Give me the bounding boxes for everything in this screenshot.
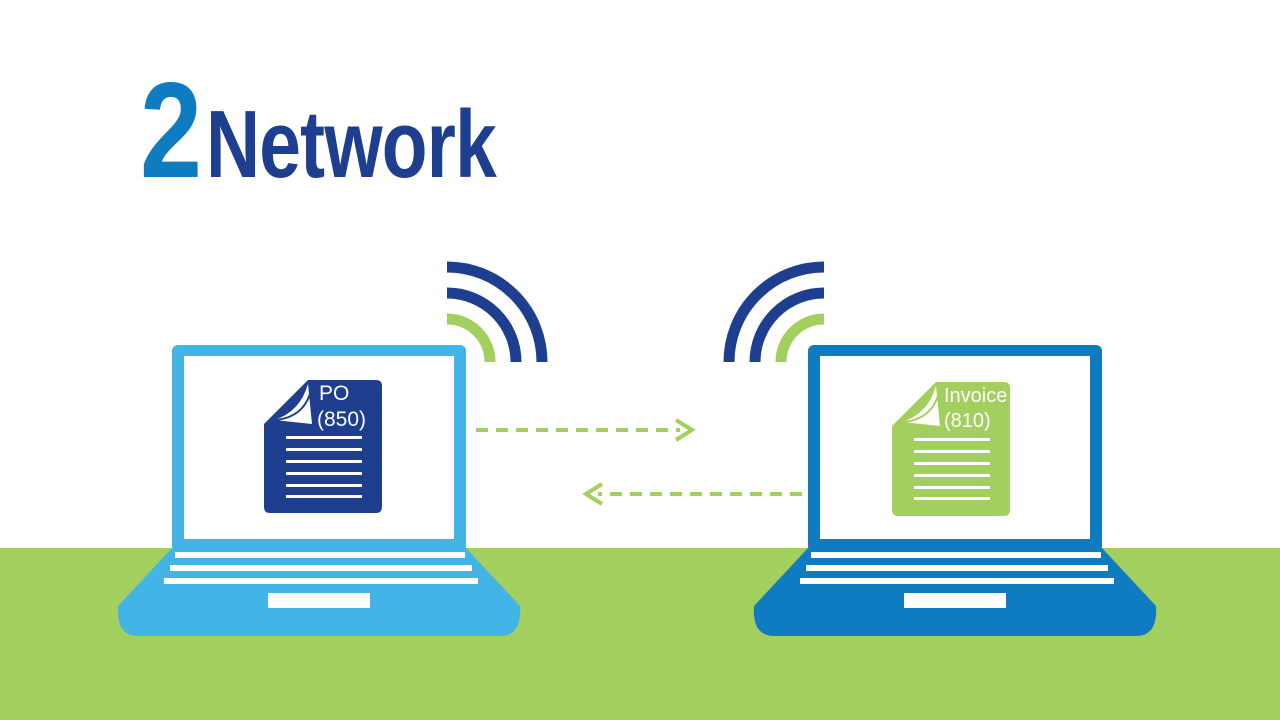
sender-keyboard-row [175, 552, 465, 558]
sender-keyboard-row [170, 565, 472, 571]
sender-touchpad [268, 593, 370, 608]
invoice-document-code: (810) [944, 410, 991, 432]
receiver-keyboard-row [806, 565, 1108, 571]
invoice-document-label: Invoice [944, 385, 1007, 407]
return-arrow [582, 482, 802, 506]
send-arrow [476, 418, 696, 442]
po-document-code: (850) [317, 408, 366, 431]
sender-wifi-icon [446, 261, 548, 363]
receiver-keyboard-row [811, 552, 1101, 558]
po-document-label: PO [319, 382, 349, 405]
receiver-keyboard-row [800, 578, 1114, 584]
receiver-wifi-icon [723, 261, 825, 363]
invoice-document-icon: Invoice (810) [892, 382, 1010, 516]
receiver-laptop-base [753, 548, 1157, 636]
step-number: 2 [140, 54, 202, 206]
sender-laptop-base [117, 548, 521, 636]
page-heading: 2 Network [140, 62, 577, 202]
receiver-touchpad [904, 593, 1006, 608]
page-title: Network [205, 91, 497, 198]
sender-keyboard-row [164, 578, 478, 584]
po-document-icon: PO (850) [264, 380, 382, 513]
